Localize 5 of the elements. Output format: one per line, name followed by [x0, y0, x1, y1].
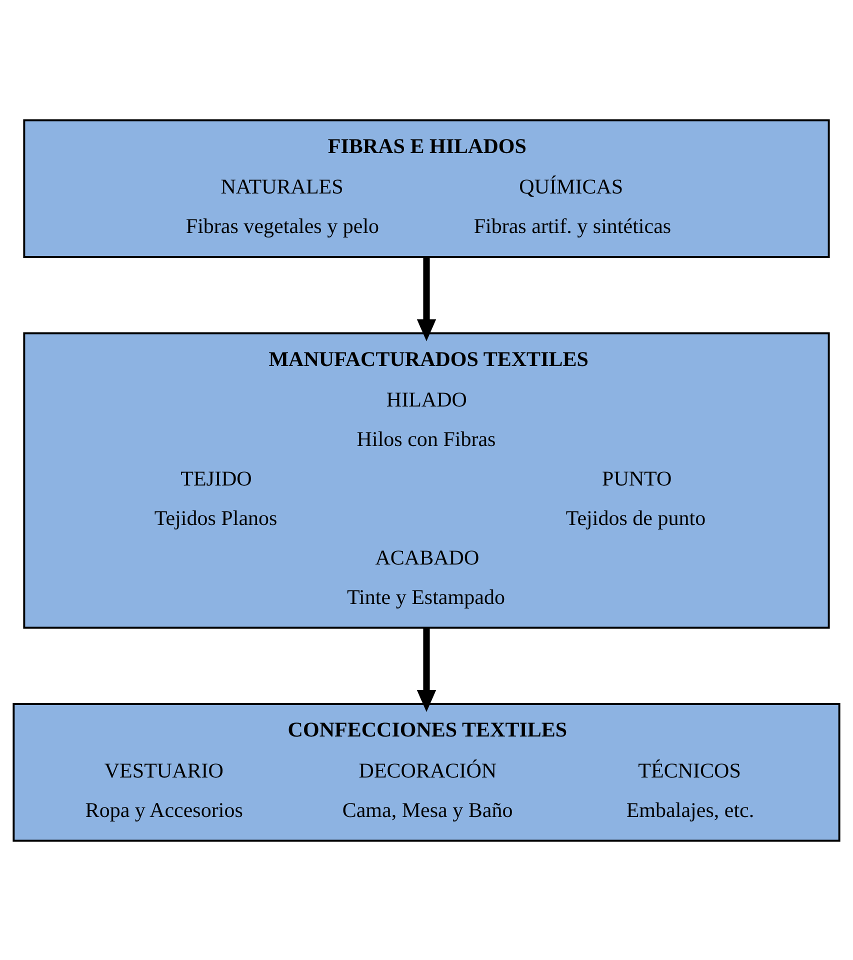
arrow — [416, 256, 436, 341]
node-box: MANUFACTURADOS TEXTILES HILADO Hilos con Fibras TEJIDO PUNTO Tejidos Planos Tejidos de punto ACABADO Tinte y Estampado — [23, 332, 830, 628]
node-box: CONFECCIONES TEXTILES VESTUARIO DECORACIÓN TÉCNICOS Ropa y Accesorios Cama, Mesa y Baño Embalajes, etc. — [12, 702, 840, 842]
arrow — [416, 628, 436, 712]
node-box: FIBRAS E HILADOS NATURALES QUÍMICAS Fibras vegetales y pelo Fibras artif. y sintéticas — [23, 118, 830, 258]
